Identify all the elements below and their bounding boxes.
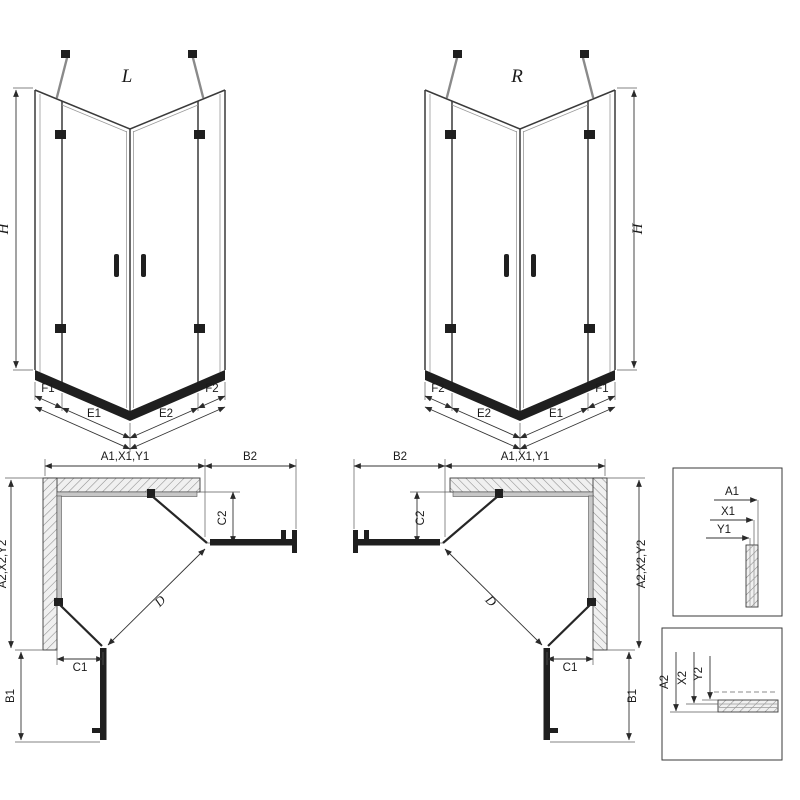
dim-label-e1-right-view: E1	[549, 408, 563, 420]
dim-label-c1-plan-right: C1	[563, 662, 578, 674]
dim-label-d-plan-right: D	[482, 591, 500, 609]
dim-label-c2-plan-right: C2	[415, 511, 427, 526]
dim-label-b1-plan-right: B1	[627, 689, 639, 703]
dim-label-y1-detail: Y1	[717, 524, 731, 536]
plan-view-right-drawing	[353, 459, 645, 742]
dim-label-e1-left-view: E1	[87, 408, 101, 420]
dim-label-f1-left-view: F1	[41, 383, 54, 395]
variant-label-right: R	[510, 66, 523, 87]
height-dim-label-left: H	[0, 222, 12, 235]
dim-label-c2-plan-left: C2	[217, 511, 229, 526]
dim-label-f2-left-view: F2	[205, 383, 218, 395]
dim-label-a1-plan-right: A1,X1,Y1	[501, 451, 550, 463]
variant-label-left: L	[121, 66, 133, 87]
dim-label-a2-plan-left: A2,X2,Y2	[0, 540, 9, 589]
dim-label-a2-detail: A2	[659, 675, 671, 689]
dim-label-a2-plan-right: A2,X2,Y2	[636, 540, 648, 589]
detail-box-vertical-profile	[672, 467, 783, 617]
dim-label-a1-plan-left: A1,X1,Y1	[101, 451, 150, 463]
dim-label-b2-plan-right: B2	[393, 451, 407, 463]
dim-label-a1-detail: A1	[725, 486, 739, 498]
dim-label-b2-plan-left: B2	[243, 451, 257, 463]
labels: L H F1 E1 E2 F2 R H F2 E2 E1 F1 A1,X1,Y1…	[0, 66, 739, 703]
dim-label-f1-right-view: F1	[595, 383, 608, 395]
dim-label-x2-detail: X2	[677, 671, 689, 685]
dim-label-d-plan-left: D	[150, 592, 168, 610]
detail-box-horizontal-profile	[661, 627, 783, 761]
dim-label-y2-detail: Y2	[693, 667, 705, 681]
height-dim-label-right: H	[630, 222, 646, 235]
dim-label-b1-plan-left: B1	[5, 689, 17, 703]
plan-view-left-drawing	[5, 459, 297, 742]
dim-label-e2-left-view: E2	[159, 408, 173, 420]
dim-label-f2-right-view: F2	[431, 383, 444, 395]
dim-label-c1-plan-left: C1	[73, 662, 88, 674]
dim-label-x1-detail: X1	[721, 506, 735, 518]
dim-label-e2-right-view: E2	[477, 408, 491, 420]
